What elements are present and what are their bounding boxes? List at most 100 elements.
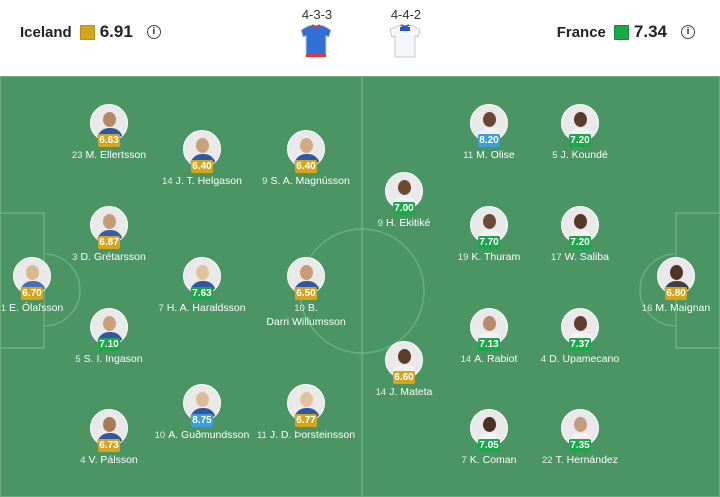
player-rating: 6.40: [191, 160, 213, 173]
player-rating: 7.63: [191, 287, 213, 300]
player-name: K. Coman: [469, 454, 517, 466]
player-rating: 7.20: [569, 236, 591, 249]
away-formation: 4-4-2: [390, 7, 422, 22]
player-rating: 6.87: [98, 236, 120, 249]
player-rating: 7.10: [98, 338, 120, 351]
home-rating-badge: [79, 24, 95, 40]
player-name: J. Koundé: [560, 149, 608, 161]
player-name: M. Maignan: [655, 302, 711, 314]
player-rating: 7.13: [478, 338, 500, 351]
player-rating: 7.35: [569, 439, 591, 452]
player-number: 17: [551, 252, 562, 263]
away-team-name: France: [556, 23, 606, 41]
player-number: 14: [460, 354, 472, 365]
player-name: W. Saliba: [564, 251, 609, 263]
player-name: D. Grétarsson: [80, 251, 146, 263]
home-formation: 4-3-3: [301, 7, 333, 22]
player-rating: 6.60: [393, 371, 415, 384]
player-number: 10: [294, 303, 305, 314]
player-name: J. Mateta: [389, 386, 433, 398]
player-number: 14: [162, 176, 173, 187]
player-rating: 6.63: [98, 134, 120, 147]
player-rating: 6.40: [295, 160, 317, 173]
player-number: 16: [641, 303, 653, 314]
home-team-name: Iceland: [20, 23, 72, 41]
player-rating: 8.75: [191, 414, 213, 427]
player-photo: [90, 308, 128, 346]
player-number: 1: [0, 303, 6, 314]
player-name: E. Ólafsson: [9, 302, 64, 314]
player-number: 11: [256, 430, 267, 441]
player-name: D. Upamecano: [549, 353, 620, 365]
player-name: S. A. Magnússon: [270, 175, 350, 187]
player-number: 7: [158, 303, 164, 314]
player-rating: 6.50: [295, 287, 317, 300]
info-icon[interactable]: i: [146, 25, 161, 39]
player-number: 11: [463, 150, 474, 161]
player-name: B.: [307, 302, 318, 314]
player-name: A. Rabiot: [474, 353, 518, 365]
player-name: V. Pálsson: [88, 454, 138, 466]
away-rating-badge: [613, 24, 629, 40]
player-number: 9: [262, 176, 268, 187]
player-rating: 8.20: [478, 134, 500, 147]
player-name: H. A. Haraldsson: [166, 302, 246, 314]
player-photo: [183, 130, 221, 168]
player-name: K. Thuram: [471, 251, 521, 263]
away-jersey-icon: [389, 24, 421, 58]
home-jersey-icon: [300, 24, 332, 58]
player-name: M. Olise: [476, 149, 515, 161]
player-rating: 6.73: [98, 439, 120, 452]
player-number: 7: [461, 455, 467, 466]
away-team-rating: 7.34: [633, 22, 667, 41]
player-number: 4: [80, 455, 86, 466]
player-number: 9: [377, 218, 383, 229]
player-number: 5: [75, 354, 81, 365]
player-rating: 7.70: [478, 236, 500, 249]
player-number: 3: [72, 252, 78, 263]
player-number: 14: [375, 387, 387, 398]
home-team: Iceland 6.91 i: [20, 22, 161, 42]
player-name: A. Guðmundsson: [168, 429, 250, 441]
match-header: Iceland 6.91 i 4-3-3 4-4-2 France 7.34 i: [0, 0, 720, 76]
player-number: 4: [540, 354, 547, 365]
player-number: 22: [541, 455, 553, 466]
player-name: J. D. Þorsteinsson: [269, 429, 356, 441]
player-name: S. I. Ingason: [83, 353, 143, 365]
player-rating: 7.00: [393, 202, 415, 215]
player-name-line2: Darri Willumsson: [266, 315, 346, 328]
away-team: France 7.34 i: [557, 22, 695, 42]
player-name: T. Hernández: [555, 454, 619, 466]
info-icon[interactable]: i: [681, 25, 695, 39]
player-name: H. Ekitiké: [385, 217, 431, 229]
player-rating: 6.80: [665, 287, 687, 300]
player-rating: 7.20: [569, 134, 591, 147]
player-rating: 6.77: [295, 414, 317, 427]
player-name: M. Ellertsson: [85, 149, 147, 161]
player-number: 5: [552, 150, 558, 161]
player-number: 19: [457, 252, 469, 263]
